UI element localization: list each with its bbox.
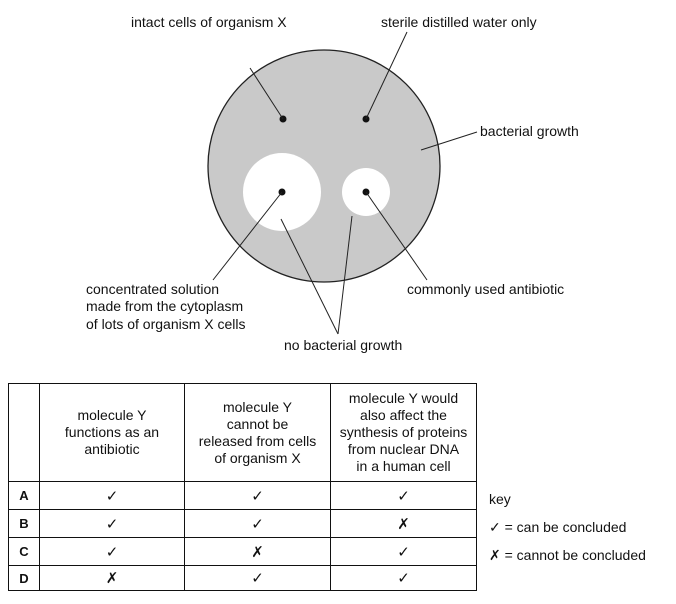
mark-cell: ✓	[330, 537, 477, 566]
mark-cell: ✓	[184, 481, 331, 510]
mark-cell: ✗	[330, 509, 477, 538]
petri-dish-diagram: intact cells of organism X sterile disti…	[86, 14, 579, 353]
leader-water	[365, 31, 408, 120]
label-water: sterile distilled water only	[381, 14, 537, 30]
label-bacterial-growth: bacterial growth	[480, 123, 579, 139]
leader-antibiotic	[365, 191, 428, 281]
key-cross: ✗ = cannot be concluded	[489, 547, 646, 563]
corner-cell	[8, 383, 40, 482]
leader-no-growth-1	[280, 218, 339, 335]
label-concentrated-3: of lots of organism X cells	[86, 316, 246, 332]
table-row: B ✓ ✓ ✗	[8, 509, 477, 538]
label-concentrated-2: made from the cytoplasm	[86, 298, 243, 314]
row-letter[interactable]: D	[8, 565, 40, 591]
row-letter[interactable]: C	[8, 537, 40, 566]
table-row: C ✓ ✗ ✓	[8, 537, 477, 566]
agar-plate	[207, 49, 441, 283]
key-title: key	[489, 491, 511, 507]
table-row: D ✗ ✓ ✓	[8, 565, 477, 591]
leader-growth	[420, 131, 478, 151]
mark-cell: ✗	[39, 565, 185, 591]
mark-cell: ✓	[184, 565, 331, 591]
label-antibiotic: commonly used antibiotic	[407, 281, 564, 297]
key-tick: ✓ = can be concluded	[489, 519, 627, 535]
leader-no-growth-2	[337, 215, 353, 335]
mark-cell: ✓	[184, 509, 331, 538]
table-row: A ✓ ✓ ✓	[8, 481, 477, 510]
leader-concentrated	[212, 191, 283, 281]
mark-cell: ✗	[184, 537, 331, 566]
mark-cell: ✓	[39, 509, 185, 538]
mark-cell: ✓	[39, 481, 185, 510]
row-letter[interactable]: B	[8, 509, 40, 538]
row-letter[interactable]: A	[8, 481, 40, 510]
label-intact-cells: intact cells of organism X	[131, 14, 287, 30]
mark-cell: ✓	[39, 537, 185, 566]
mark-cell: ✓	[330, 481, 477, 510]
leader-intact-cells	[249, 67, 284, 120]
label-no-growth: no bacterial growth	[284, 337, 402, 353]
label-concentrated-1: concentrated solution	[86, 281, 219, 297]
mark-cell: ✓	[330, 565, 477, 591]
